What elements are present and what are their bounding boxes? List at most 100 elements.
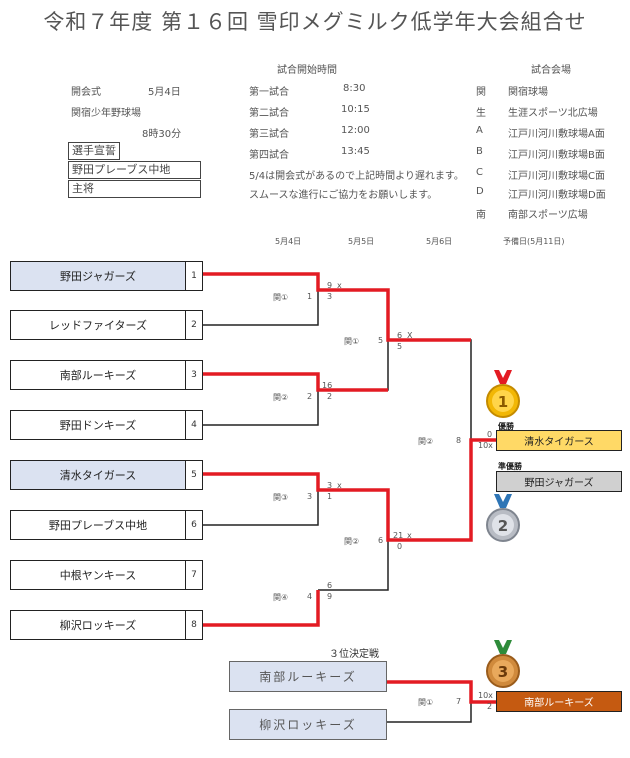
date-round-3: 5月6日	[426, 237, 453, 246]
gold-medal-icon: 1	[486, 370, 520, 418]
venue-code-1: 関	[476, 87, 486, 98]
team-2: レッドファイターズ	[10, 310, 186, 340]
venue-code-4: B	[476, 146, 483, 157]
r1-no-1: 1	[307, 292, 313, 301]
date-round-1: 5月4日	[275, 237, 302, 246]
runnerup-label: 準優勝	[498, 462, 522, 471]
third-team-2: 柳沢ロッキーズ	[229, 709, 387, 740]
ceremony-role: 主将	[68, 180, 201, 198]
team-3-seed: 3	[185, 360, 203, 390]
team-7: 中根ヤンキース	[10, 560, 186, 590]
date-reserve: 予備日(5月11日)	[503, 237, 565, 246]
team-1: 野田ジャガーズ	[10, 261, 186, 291]
venue-code-2: 生	[476, 108, 486, 119]
game-1-time: 8:30	[343, 83, 366, 94]
game-3-name: 第三試合	[249, 129, 289, 140]
third-winner: 南部ルーキーズ	[496, 691, 622, 712]
r1-no-3: 3	[307, 492, 313, 501]
schedule-header: 試合開始時間	[277, 65, 337, 76]
final-no: 8	[456, 436, 462, 445]
r1-mark-3: x	[337, 481, 342, 490]
semi-mark-2: x	[407, 531, 412, 540]
final-venue: 関②	[418, 437, 434, 446]
team-4-seed: 4	[185, 410, 203, 440]
r1-s2-2: 2	[327, 392, 333, 401]
game-4-name: 第四試合	[249, 150, 289, 161]
semi-venue-2: 関②	[344, 537, 360, 546]
game-1-name: 第一試合	[249, 87, 289, 98]
date-round-2: 5月5日	[348, 237, 375, 246]
semi-s2-1: 5	[397, 342, 403, 351]
ceremony-team: 野田プレーブス中地	[68, 161, 201, 179]
opening-date: 5月4日	[148, 87, 181, 98]
schedule-note-1: 5/4は開会式があるので上記時間より遅れます。	[249, 171, 464, 182]
final-s1: 0	[487, 430, 493, 439]
schedule-note-2: スムースな進行にご協力をお願いします。	[249, 190, 438, 201]
r1-no-2: 2	[307, 392, 313, 401]
game-2-time: 10:15	[341, 104, 370, 115]
r1-s1-1: 9	[327, 281, 333, 290]
opening-label: 開会式	[71, 87, 101, 98]
venue-code-5: C	[476, 167, 483, 178]
r1-s1-2: 16	[322, 381, 333, 390]
semi-mark-1: X	[407, 331, 413, 340]
game-2-name: 第二試合	[249, 108, 289, 119]
semi-venue-1: 関①	[344, 337, 360, 346]
venue-name-6: 江戸川河川敷球場D面	[508, 190, 606, 201]
r1-s2-1: 3	[327, 292, 333, 301]
silver-medal-icon: 2	[486, 494, 520, 542]
r1-mark-1: x	[337, 281, 342, 290]
team-3: 南部ルーキーズ	[10, 360, 186, 390]
champion-label: 優勝	[498, 422, 514, 431]
champion-team: 清水タイガース	[496, 430, 622, 451]
third-header: ３位決定戦	[329, 649, 379, 660]
third-no: 7	[456, 697, 462, 706]
team-5: 清水タイガース	[10, 460, 186, 490]
team-6-seed: 6	[185, 510, 203, 540]
r1-s2-4: 9	[327, 592, 333, 601]
bronze-medal-number: 3	[498, 663, 508, 681]
opening-place: 関宿少年野球場	[71, 108, 141, 119]
third-s1: 10x	[478, 691, 493, 700]
venue-code-7: 南	[476, 210, 486, 221]
venue-code-3: A	[476, 125, 483, 136]
semi-s2-2: 0	[397, 542, 403, 551]
venue-name-4: 江戸川河川敷球場B面	[508, 150, 605, 161]
team-6: 野田プレーブス中地	[10, 510, 186, 540]
venue-name-1: 関宿球場	[508, 87, 548, 98]
team-1-seed: 1	[185, 261, 203, 291]
game-4-time: 13:45	[341, 146, 370, 157]
gold-medal-number: 1	[498, 393, 508, 411]
team-2-seed: 2	[185, 310, 203, 340]
runnerup-team: 野田ジャガーズ	[496, 471, 622, 492]
venue-name-2: 生涯スポーツ北広場	[508, 108, 598, 119]
team-5-seed: 5	[185, 460, 203, 490]
r1-s1-3: 3	[327, 481, 333, 490]
r1-s1-4: 6	[327, 581, 333, 590]
opening-time: 8時30分	[142, 129, 182, 140]
r1-venue-1: 関①	[273, 293, 289, 302]
semi-no-2: 6	[378, 536, 384, 545]
venue-name-3: 江戸川河川敷球場A面	[508, 129, 605, 140]
r1-venue-4: 関④	[273, 593, 289, 602]
venue-name-5: 江戸川河川敷球場C面	[508, 171, 605, 182]
team-7-seed: 7	[185, 560, 203, 590]
venue-name-7: 南部スポーツ広場	[508, 210, 588, 221]
third-team-1: 南部ルーキーズ	[229, 661, 387, 692]
third-venue: 関①	[418, 698, 434, 707]
game-3-time: 12:00	[341, 125, 370, 136]
bronze-medal-icon: 3	[486, 640, 520, 688]
team-4: 野田ドンキーズ	[10, 410, 186, 440]
venue-code-6: D	[476, 186, 484, 197]
team-8-seed: 8	[185, 610, 203, 640]
r1-venue-2: 関②	[273, 393, 289, 402]
r1-no-4: 4	[307, 592, 313, 601]
team-8: 柳沢ロッキーズ	[10, 610, 186, 640]
semi-s1-1: 6	[397, 331, 403, 340]
page-title: 令和７年度 第１６回 雪印メグミルク低学年大会組合せ	[43, 10, 587, 34]
silver-medal-number: 2	[498, 517, 508, 535]
semi-no-1: 5	[378, 336, 384, 345]
r1-s2-3: 1	[327, 492, 333, 501]
final-s2: 10x	[478, 441, 493, 450]
